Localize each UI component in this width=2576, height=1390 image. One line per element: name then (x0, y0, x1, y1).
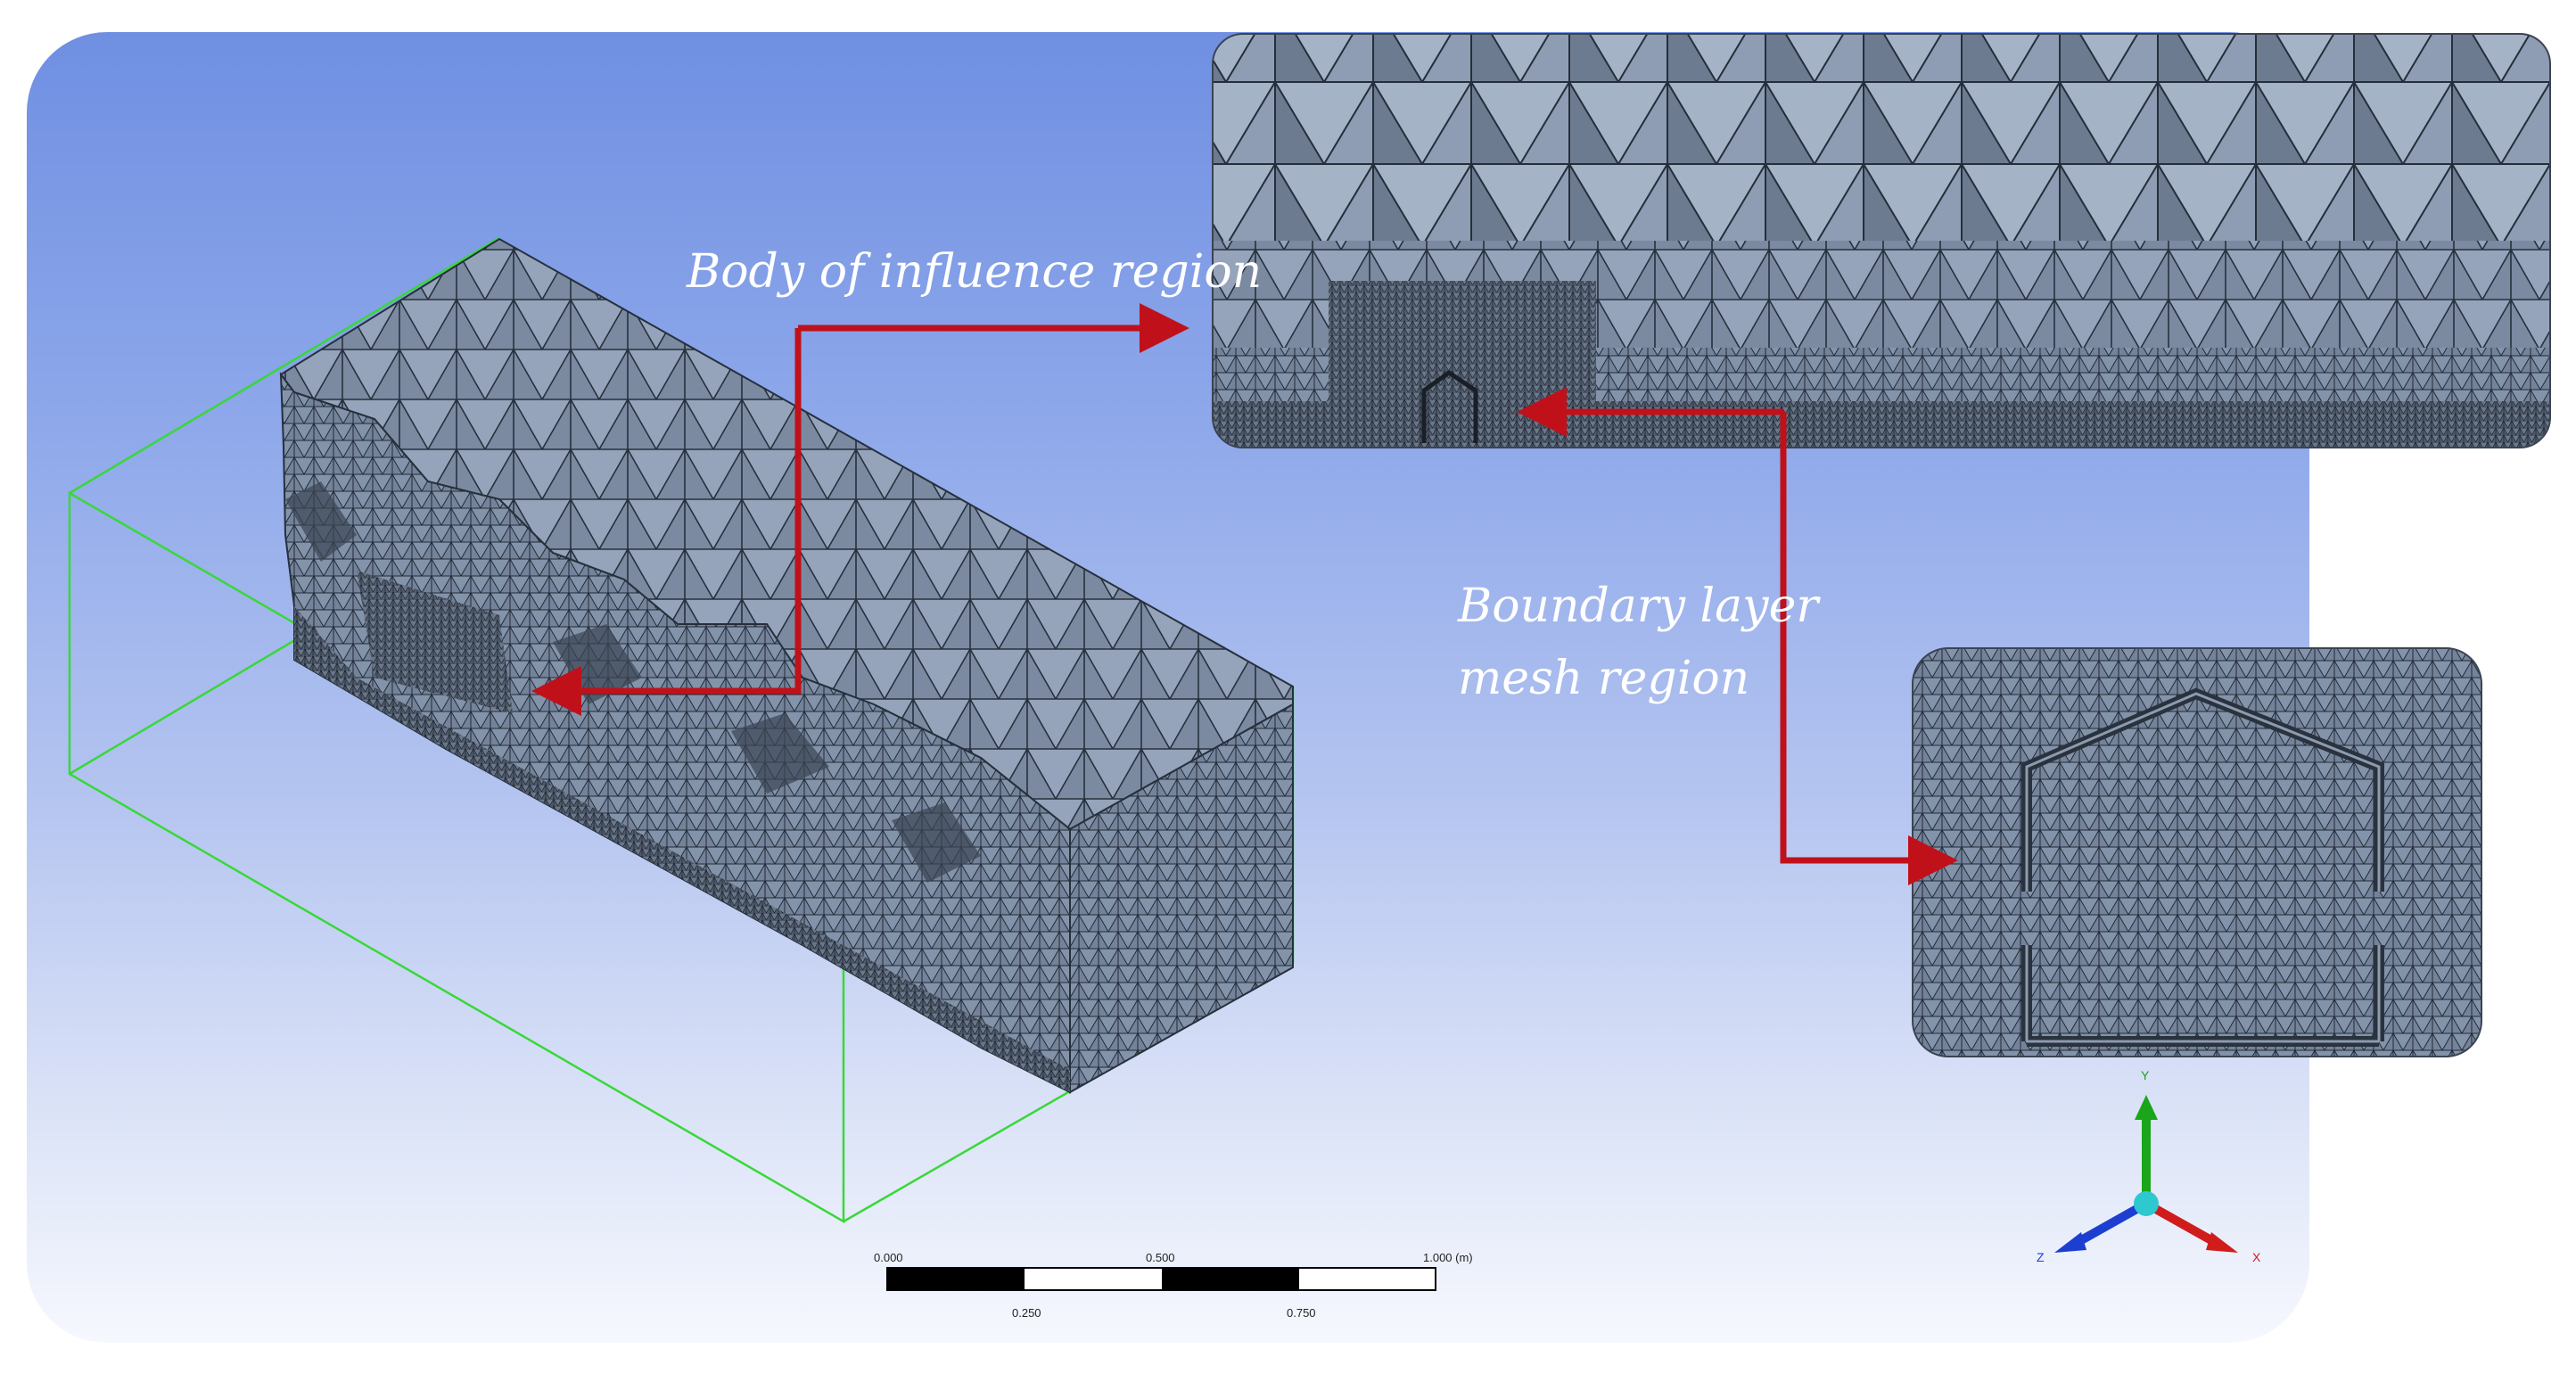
scale-tick-0-000: 0.000 (874, 1251, 903, 1264)
mesh-block-bottom-strip (294, 606, 1070, 1092)
greenhouse-outline-small (1421, 369, 1478, 443)
label-boundary-layer-line2: mesh region (1458, 651, 1750, 705)
scale-tick-0-750: 0.750 (1287, 1306, 1316, 1320)
influence-region-dark (1329, 281, 1596, 448)
axis-label-y: Y (2141, 1068, 2150, 1082)
zoom-inset-greenhouse[interactable] (1912, 647, 2482, 1057)
axis-x-icon (2144, 1199, 2220, 1248)
scale-tick-0-500: 0.500 (1146, 1251, 1175, 1264)
axis-z-icon (2072, 1199, 2149, 1248)
label-boundary-layer-mesh: Boundary layer mesh region (1458, 571, 1818, 714)
scale-tick-0-250: 0.250 (1012, 1306, 1041, 1320)
axis-origin-icon (2134, 1191, 2159, 1216)
axis-triad[interactable] (2054, 1095, 2238, 1253)
scale-tick-1-000: 1.000 (m) (1423, 1251, 1473, 1264)
axis-label-x: X (2252, 1250, 2261, 1264)
zoom-inset-top[interactable] (1212, 33, 2551, 448)
label-boundary-layer-line1: Boundary layer (1458, 580, 1819, 633)
body-of-influence-dense-zone (357, 571, 513, 713)
label-body-of-influence: Body of influence region (687, 245, 1263, 299)
axis-label-z: Z (2037, 1250, 2045, 1264)
scale-bar (886, 1267, 1436, 1291)
mesh-block[interactable] (279, 237, 1294, 1094)
callout-arrow-body-of-influence (531, 303, 1189, 716)
callout-arrow-boundary-layer (1517, 387, 1958, 885)
